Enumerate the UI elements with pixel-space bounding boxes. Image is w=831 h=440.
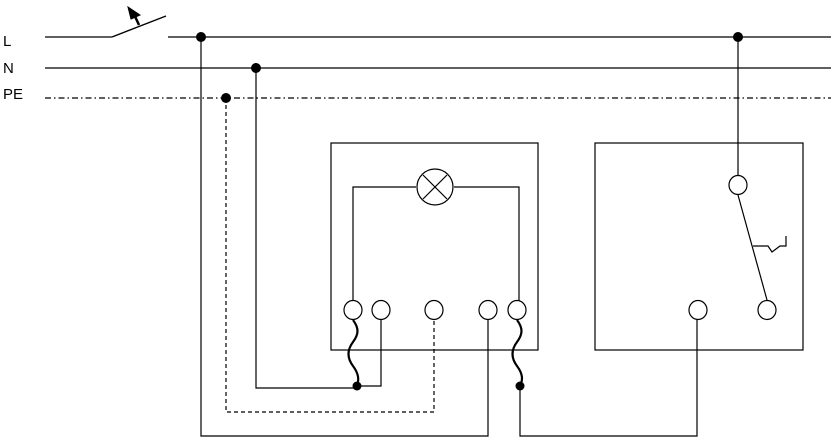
wire-phase-bridge [511, 319, 524, 387]
lamp-box-terminals [343, 299, 527, 321]
junction-dots [196, 32, 743, 391]
wire-n-feed [255, 68, 357, 389]
switch-terminal-out-1 [688, 299, 708, 321]
bus-label-n: N [3, 60, 14, 77]
switch-terminal-out-2 [757, 299, 777, 321]
lamp-box [330, 142, 539, 351]
bus-label-l: L [3, 33, 12, 50]
bus-label-pe: PE [3, 86, 24, 103]
lamp-wire-left [352, 186, 416, 302]
switch-terminal-in [728, 174, 748, 196]
lamp-icon [416, 168, 454, 206]
terminal-4 [478, 299, 498, 321]
wire-switch-leg [519, 320, 698, 437]
terminal-2 [371, 299, 391, 321]
terminal-3 [424, 299, 444, 321]
main-switch-arrow [127, 5, 142, 26]
terminal-5 [507, 299, 527, 321]
wire-neutral-bridge [347, 319, 360, 387]
wire-l-feed [200, 37, 489, 437]
lamp-wire-right [454, 186, 520, 302]
switch-contact-lever [737, 194, 768, 301]
wire-pe-feed [225, 98, 435, 413]
switch-box [594, 142, 804, 351]
terminal-1 [343, 299, 363, 321]
switch-box-terminals [688, 174, 777, 321]
wire-neutral-return [357, 320, 382, 387]
switch-actuator-icon [753, 236, 787, 253]
bus-line-l [45, 15, 831, 38]
